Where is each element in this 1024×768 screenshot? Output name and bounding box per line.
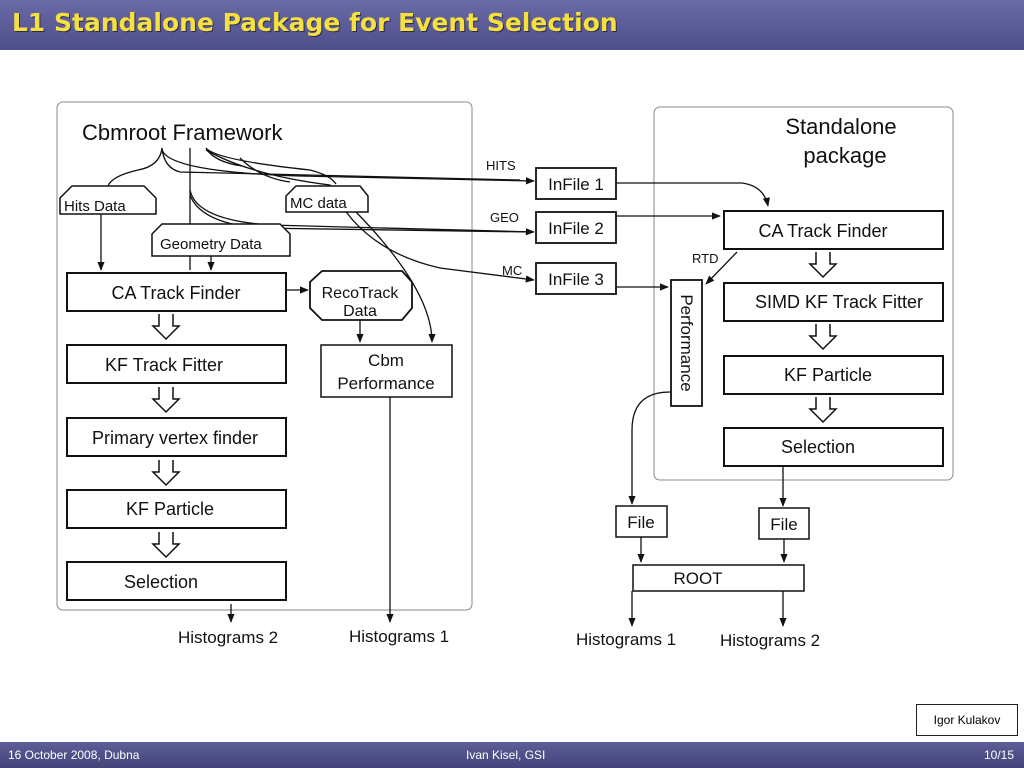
- hits-label: HITS: [486, 158, 516, 173]
- file-right-label: File: [770, 515, 797, 534]
- sa-kf-particle-label: KF Particle: [784, 365, 872, 385]
- geometry-data-node: [151, 223, 291, 257]
- file-right-box: [758, 507, 810, 540]
- root-box: [632, 564, 805, 592]
- sa-simd-kf-track-fitter-box: [723, 282, 944, 322]
- framework-panel: [56, 101, 473, 611]
- slide-title: L1 Standalone Package for Event Selectio…: [12, 8, 618, 37]
- fw-ca-track-finder-label: CA Track Finder: [111, 283, 240, 303]
- cbm-performance-line2: Performance: [337, 374, 434, 393]
- sa-flow-arrow-2: [808, 324, 838, 351]
- fw-selection-box: [66, 561, 287, 601]
- mc-label: MC: [502, 263, 522, 278]
- root-label: ROOT: [673, 569, 722, 588]
- fw-histograms-1: Histograms 1: [349, 627, 449, 646]
- infile-3-label: InFile 3: [548, 270, 604, 289]
- infile1-to-ca-arrow: [616, 182, 770, 207]
- footer-date: 16 October 2008, Dubna: [8, 748, 140, 762]
- fw-primary-vertex-finder-box: [66, 417, 287, 457]
- fw-ca-track-finder-box: [66, 272, 287, 312]
- footer-bar: 16 October 2008, Dubna Ivan Kisel, GSI 1…: [0, 742, 1024, 768]
- fw-kf-track-fitter-box: [66, 344, 287, 384]
- hits-arrow: [161, 149, 535, 185]
- recotrack-data-node: [309, 270, 413, 321]
- sa-simd-kf-track-fitter-label: SIMD KF Track Fitter: [755, 292, 923, 312]
- cbm-performance-box: [320, 344, 453, 398]
- recotrack-line2: Data: [343, 303, 377, 320]
- fw-flow-arrow-3: [151, 460, 181, 487]
- sa-ca-track-finder-box: [723, 210, 944, 250]
- standalone-panel: [653, 106, 954, 481]
- mc-arrow: [205, 149, 535, 283]
- rtd-label: RTD: [692, 251, 718, 266]
- infile-1-label: InFile 1: [548, 175, 604, 194]
- out-histograms-2: Histograms 2: [720, 631, 820, 650]
- fw-kf-particle-box: [66, 489, 287, 529]
- fw-histograms-2: Histograms 2: [178, 628, 278, 647]
- geo-label: GEO: [490, 210, 519, 225]
- standalone-title-line1: Standalone: [785, 114, 896, 139]
- fw-flow-arrow-4: [151, 532, 181, 559]
- sa-kf-particle-box: [723, 355, 944, 395]
- performance-label: Performance: [677, 294, 696, 391]
- footer-presenter: Ivan Kisel, GSI: [466, 748, 546, 762]
- footer-page-number: 10/15: [983, 748, 1014, 762]
- recotrack-line1: RecoTrack: [322, 285, 400, 302]
- sa-selection-box: [723, 427, 944, 467]
- fw-flow-arrow-1: [151, 314, 181, 341]
- standalone-title-line2: package: [803, 143, 886, 168]
- fw-selection-label: Selection: [124, 572, 198, 592]
- framework-title: Cbmroot Framework: [82, 120, 283, 145]
- infile-2-box: [535, 211, 617, 244]
- fw-kf-track-fitter-label: KF Track Fitter: [105, 355, 223, 375]
- out-histograms-1: Histograms 1: [576, 630, 676, 649]
- hits-data-label: Hits Data: [64, 198, 126, 215]
- file-left-label: File: [627, 513, 654, 532]
- mc-to-cbm-arrow: [355, 211, 436, 343]
- rtd-arrow: [705, 251, 738, 285]
- fw-primary-vertex-finder-label: Primary vertex finder: [92, 428, 258, 448]
- performance-to-file-arrow: [628, 391, 671, 505]
- cbm-performance-line1: Cbm: [368, 351, 404, 370]
- sa-flow-arrow-1: [808, 252, 838, 279]
- fw-kf-particle-label: KF Particle: [126, 499, 214, 519]
- sa-ca-track-finder-label: CA Track Finder: [758, 221, 887, 241]
- mc-data-node: [285, 185, 369, 213]
- title-bar: L1 Standalone Package for Event Selectio…: [0, 0, 1024, 50]
- author-box: Igor Kulakov: [916, 704, 1018, 736]
- file-left-box: [615, 505, 668, 538]
- sa-flow-arrow-3: [808, 397, 838, 424]
- sa-selection-label: Selection: [781, 437, 855, 457]
- infile-3-box: [535, 262, 617, 295]
- infile-2-label: InFile 2: [548, 219, 604, 238]
- fw-flow-arrow-2: [151, 387, 181, 414]
- geometry-data-label: Geometry Data: [160, 236, 262, 253]
- performance-box: [670, 279, 703, 407]
- framework-branch-lines: [107, 147, 533, 270]
- hits-data-node: [59, 185, 157, 215]
- mc-data-label: MC data: [290, 195, 347, 212]
- author-name: Igor Kulakov: [933, 713, 1001, 727]
